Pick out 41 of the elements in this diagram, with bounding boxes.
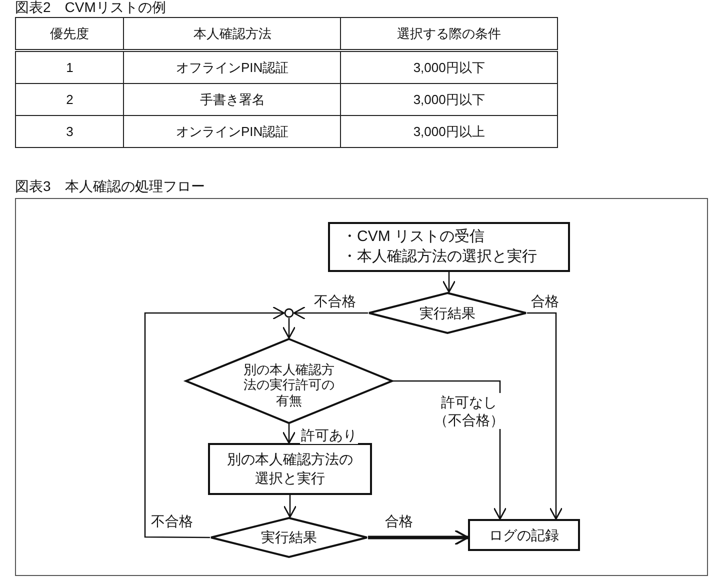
node-text: ・本人確認方法の選択と実行 bbox=[342, 247, 537, 267]
edge-label: 許可あり bbox=[300, 426, 358, 444]
arrow bbox=[283, 495, 297, 518]
table-cell: 1 bbox=[16, 50, 124, 84]
arrow bbox=[442, 272, 456, 293]
arrow bbox=[144, 306, 285, 538]
decision-diamond bbox=[210, 517, 368, 558]
arrow bbox=[527, 312, 563, 520]
table-cell: 手書き署名 bbox=[124, 84, 341, 116]
edge-label: 不合格 bbox=[150, 512, 194, 530]
header-cell: 本人確認方法 bbox=[124, 18, 341, 50]
table-cell: オンラインPIN認証 bbox=[124, 116, 341, 148]
node-text: ・CVM リストの受信 bbox=[342, 226, 484, 247]
node-text: 別の本人確認方法の選択と実行 bbox=[226, 450, 354, 488]
header-cell: 優先度 bbox=[16, 18, 124, 50]
figure-caption: 図表3 本人確認の処理フロー bbox=[15, 178, 205, 196]
arrow bbox=[293, 306, 368, 320]
figure-caption: 図表2 CVMリストの例 bbox=[15, 0, 166, 17]
edge-label: 合格 bbox=[384, 512, 414, 530]
edge-label: 不合格 bbox=[313, 292, 357, 310]
decision-diamond bbox=[368, 292, 527, 334]
process-box bbox=[468, 519, 580, 551]
node-text: ログの記録 bbox=[489, 526, 559, 544]
edge-label: 合格 bbox=[530, 292, 560, 310]
process-box bbox=[208, 443, 372, 495]
node-text: 実行結果 bbox=[261, 528, 317, 547]
arrow bbox=[368, 530, 469, 546]
table-cell: 3,000円以下 bbox=[340, 84, 558, 116]
arrow bbox=[282, 318, 296, 339]
table-cell: 3,000円以上 bbox=[340, 116, 558, 148]
table-cell: 2 bbox=[16, 84, 124, 116]
junction-circle bbox=[284, 308, 294, 318]
table-cell: オフラインPIN認証 bbox=[124, 50, 341, 84]
arrow bbox=[282, 424, 296, 444]
table-cell: 3 bbox=[16, 116, 124, 148]
node-text: 実行結果 bbox=[420, 304, 476, 322]
decision-diamond bbox=[185, 338, 393, 424]
header-cell: 選択する際の条件 bbox=[340, 18, 558, 50]
process-box bbox=[328, 222, 570, 272]
table-cell: 3,000円以下 bbox=[340, 50, 558, 84]
node-text: 別の本人確認方法の実行許可の有無 bbox=[242, 362, 336, 408]
